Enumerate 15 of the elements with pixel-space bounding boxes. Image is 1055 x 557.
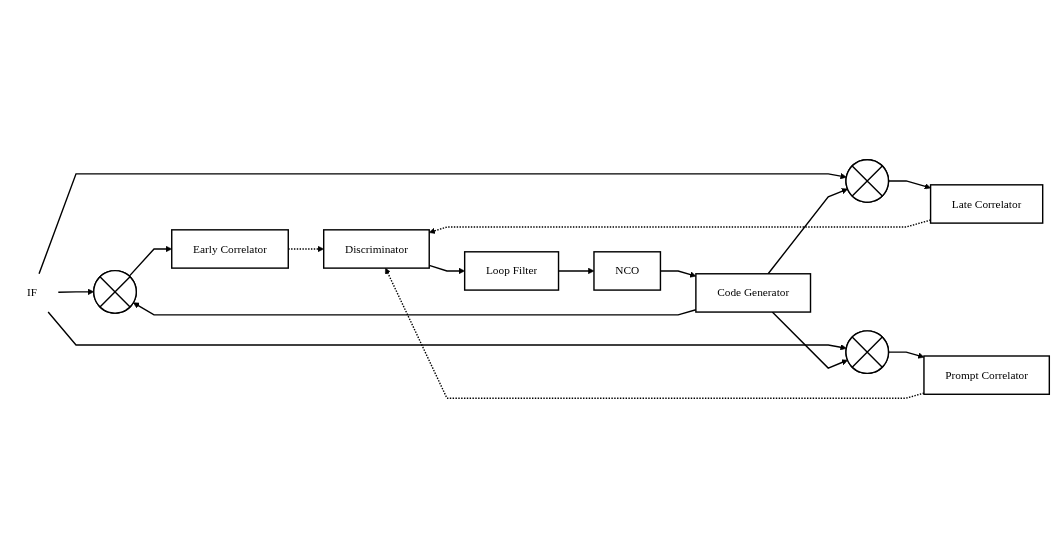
- node-box: Late Correlator: [929, 183, 1044, 224]
- arrow: [128, 245, 172, 277]
- node-box: NCO: [593, 250, 662, 291]
- node-box: Loop Filter: [463, 250, 560, 291]
- node-box: Early Correlator: [171, 228, 289, 269]
- node-text: IF: [26, 286, 38, 299]
- arrow: [38, 172, 847, 275]
- arrow: [767, 187, 848, 275]
- node-box: Discriminator: [323, 228, 430, 269]
- arrow: [771, 310, 848, 369]
- node-box: Code Generator: [695, 272, 812, 313]
- arrow: [385, 267, 925, 399]
- arrow: [47, 310, 847, 350]
- arrow: [133, 301, 697, 316]
- node-box: Prompt Correlator: [923, 354, 1051, 395]
